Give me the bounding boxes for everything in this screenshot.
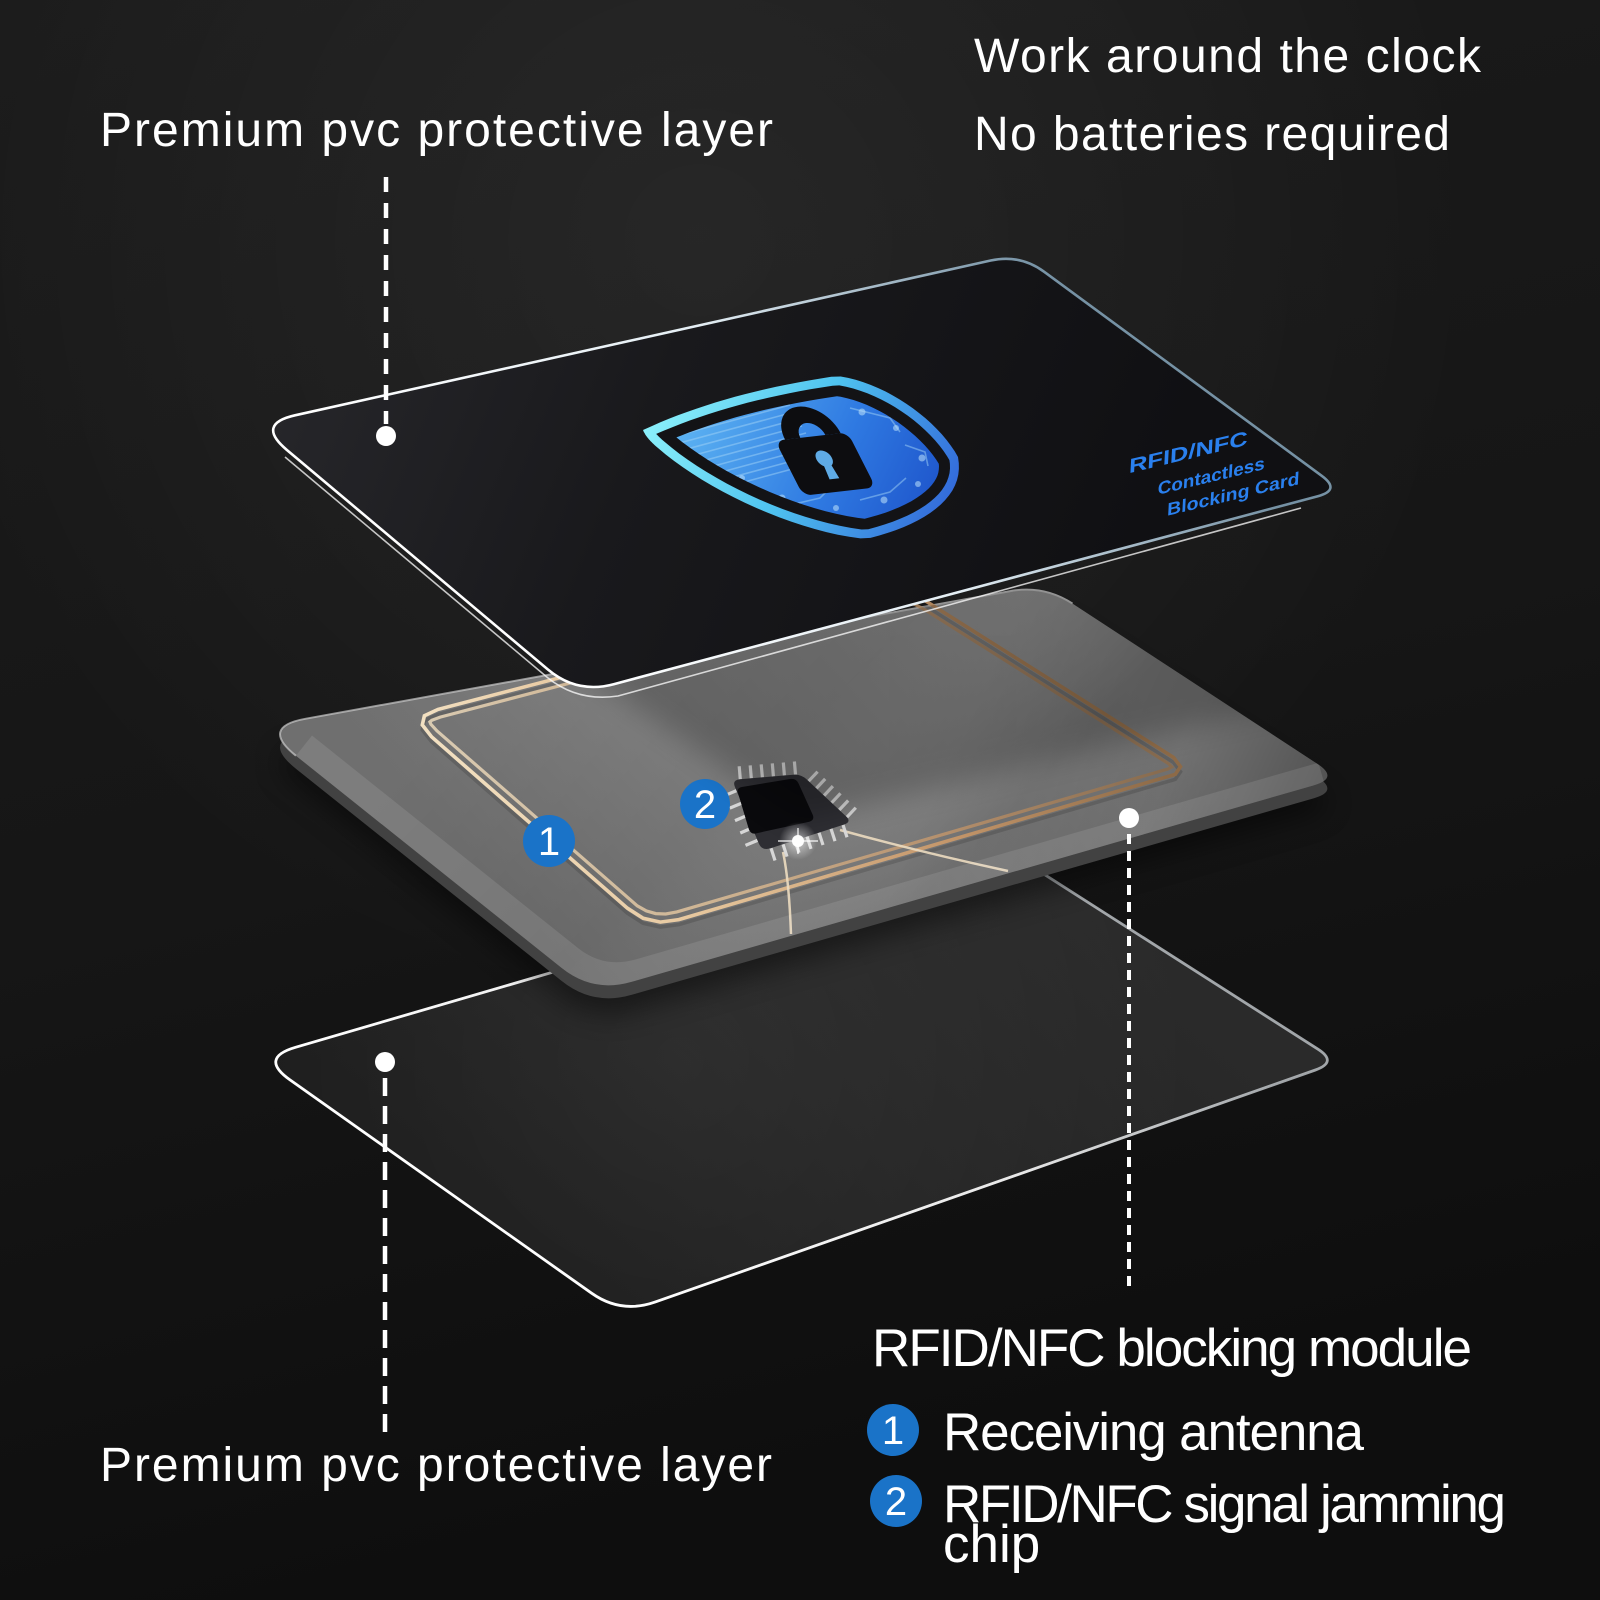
svg-text:1: 1 <box>538 820 560 864</box>
svg-text:Work around the clock: Work around the clock <box>974 30 1482 83</box>
svg-text:Premium pvc protective layer: Premium pvc protective layer <box>100 1439 772 1492</box>
svg-text:RFID/NFC blocking module: RFID/NFC blocking module <box>872 1319 1472 1378</box>
svg-text:2: 2 <box>885 1480 907 1524</box>
svg-text:RFID/NFC signal jamming: RFID/NFC signal jamming <box>943 1475 1506 1534</box>
svg-text:chip: chip <box>943 1515 1040 1574</box>
svg-text:Premium pvc protective layer: Premium pvc protective layer <box>100 104 773 157</box>
svg-text:1: 1 <box>882 1409 904 1453</box>
svg-text:2: 2 <box>694 783 716 827</box>
svg-text:Receiving antenna: Receiving antenna <box>943 1403 1365 1462</box>
svg-text:No batteries required: No batteries required <box>974 108 1450 161</box>
